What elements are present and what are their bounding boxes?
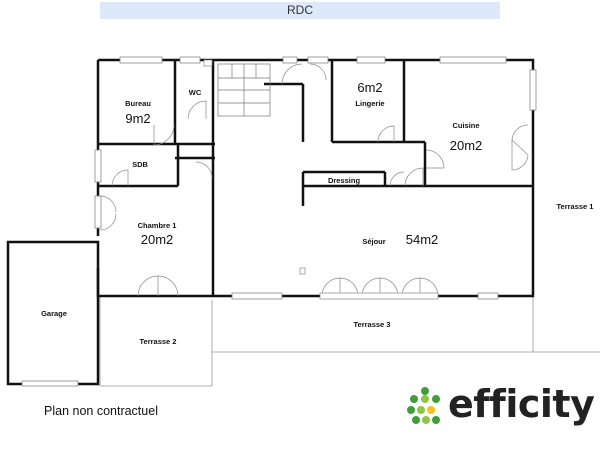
room-garage-name: Garage: [41, 309, 67, 318]
room-lingerie-area: 6m2: [357, 80, 382, 95]
room-cuisine-name: Cuisine: [452, 121, 479, 130]
room-bureau-name: Bureau: [125, 99, 151, 108]
room-terrasse3-name: Terrasse 3: [354, 320, 391, 329]
garage-door: [21, 380, 79, 387]
room-sejour-area: 54m2: [406, 232, 439, 247]
room-wc-name: WC: [189, 88, 202, 97]
disclaimer-note: Plan non contractuel: [44, 404, 158, 418]
room-cuisine-area: 20m2: [450, 138, 483, 153]
efficity-logo: efficity: [406, 382, 595, 428]
room-bureau-area: 9m2: [125, 111, 150, 126]
room-dressing-name: Dressing: [328, 176, 361, 185]
house-walls: [96, 58, 535, 298]
windows: [94, 56, 537, 300]
room-terrasse2-name: Terrasse 2: [140, 337, 177, 346]
door-leafs: [203, 59, 439, 300]
room-sdb-name: SDB: [132, 160, 148, 169]
room-terrasse1-name: Terrasse 1: [557, 202, 594, 211]
staircase: [217, 63, 271, 117]
door-swings: [99, 63, 529, 297]
room-chambre1-name: Chambre 1: [138, 221, 177, 230]
logo-dots-icon: [407, 387, 440, 424]
room-sejour-name: Séjour: [362, 237, 385, 246]
room-chambre1-area: 20m2: [141, 232, 174, 247]
level-banner: RDC: [100, 2, 500, 19]
logo-wordmark: efficity: [448, 382, 595, 426]
room-lingerie-name: Lingerie: [355, 99, 384, 108]
